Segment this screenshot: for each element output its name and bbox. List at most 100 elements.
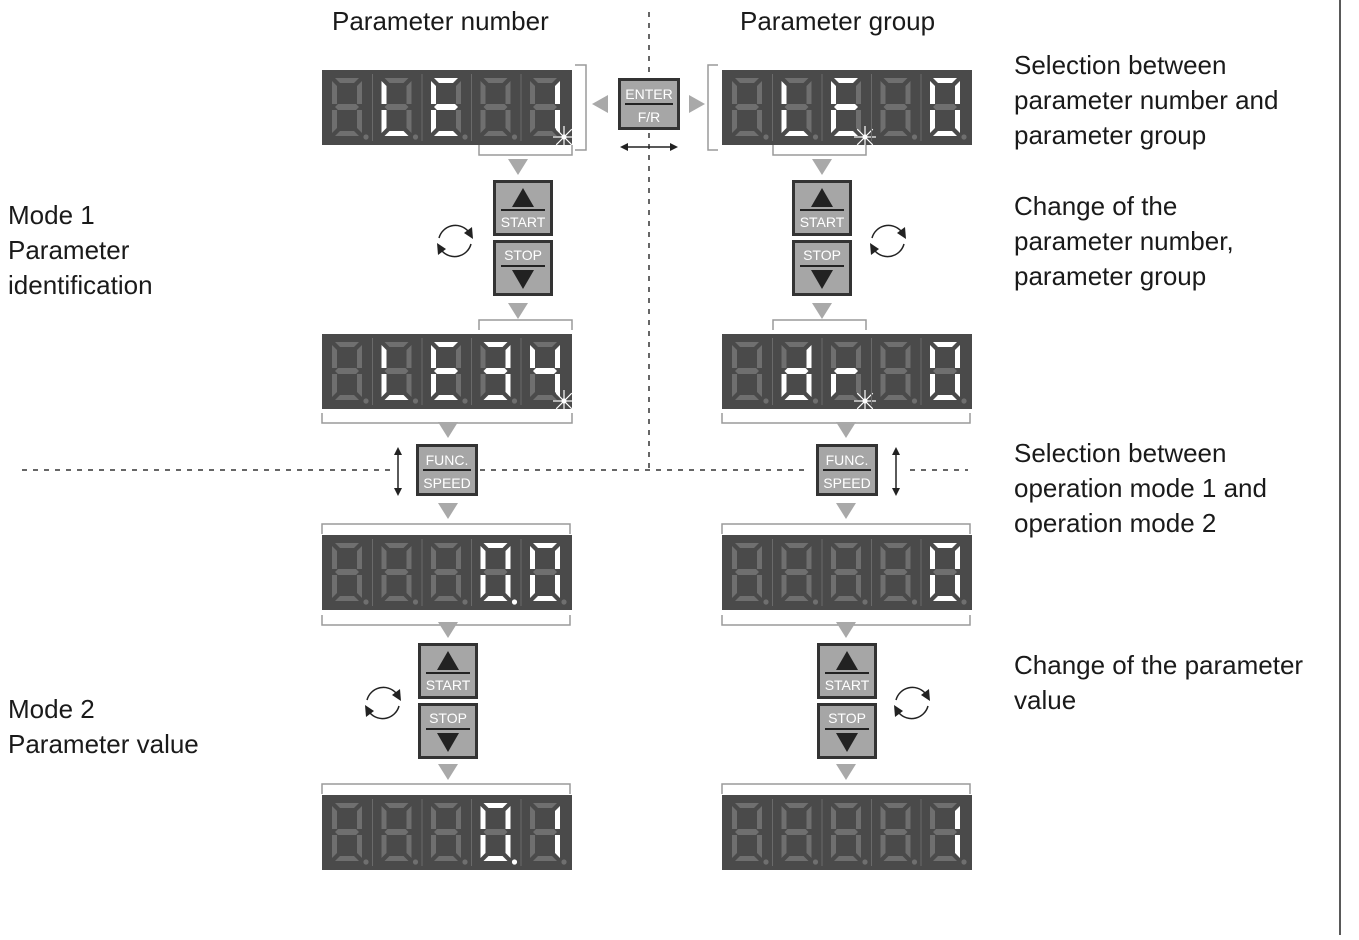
- digit-segment: [332, 345, 337, 368]
- decimal-point: [961, 859, 967, 865]
- note-line: parameter number and: [1014, 85, 1279, 115]
- digit-segment: [357, 110, 362, 133]
- digit-segment: [883, 856, 908, 861]
- digit-segment: [335, 368, 359, 374]
- digit-segment: [381, 81, 387, 104]
- digit-segment: [335, 829, 359, 835]
- digit-segment: [834, 543, 858, 548]
- digit-segment: [434, 104, 458, 110]
- digit-segment: [732, 806, 737, 829]
- digit-segment: [834, 395, 858, 400]
- digit-segment: [381, 110, 387, 133]
- decimal-point: [363, 599, 369, 605]
- digit-segment: [831, 374, 836, 397]
- decimal-point: [763, 398, 769, 404]
- digit-segment: [955, 81, 960, 104]
- cycle-arc: [874, 243, 905, 258]
- decimal-point: [462, 859, 468, 865]
- digit-segment: [335, 569, 359, 575]
- decimal-point: [511, 134, 518, 140]
- cycle-arrows-left-mode2: [365, 686, 401, 720]
- bracket-right-side: [575, 64, 587, 151]
- digit-segment: [883, 104, 908, 110]
- digit-segment: [384, 131, 409, 136]
- decimal-point: [412, 599, 419, 605]
- digit-segment: [335, 803, 359, 808]
- digit-segment: [905, 546, 911, 569]
- digit-segment: [434, 803, 458, 808]
- digit-segment: [483, 803, 508, 808]
- note-line: parameter number,: [1014, 226, 1234, 256]
- func-speed-key-left-label-bottom: SPEED: [423, 475, 470, 491]
- digit-segment: [883, 78, 908, 83]
- arrowhead-up: [892, 447, 900, 455]
- bracket-over-right: [721, 523, 971, 534]
- digit-segment: [483, 829, 508, 835]
- digit-segment: [406, 81, 412, 104]
- digit-segment: [505, 110, 511, 133]
- digit-segment: [834, 342, 858, 347]
- digit-segment: [880, 110, 886, 133]
- note-select-number-group: Selection between parameter number and p…: [1014, 48, 1278, 153]
- up-triangle-icon: [836, 651, 858, 670]
- header-parameter-group: Parameter group: [740, 6, 936, 36]
- digit-segment: [784, 78, 809, 83]
- digit-segment: [332, 110, 337, 133]
- digit-segment: [880, 806, 886, 829]
- digit-segment: [933, 395, 957, 400]
- note-line: Change of the parameter: [1014, 650, 1304, 680]
- digit-segment: [806, 575, 812, 598]
- digit-segment: [806, 110, 812, 133]
- digit-segment: [781, 835, 787, 858]
- digit-segment: [530, 81, 535, 104]
- digit-segment: [933, 569, 957, 575]
- display-right-mode1-bottom: [722, 334, 972, 412]
- digit-segment: [834, 856, 858, 861]
- digit-segment: [456, 81, 461, 104]
- start-key: START: [493, 180, 553, 236]
- digit-segment: [735, 803, 759, 808]
- digit-segment: [480, 81, 486, 104]
- digit-segment: [533, 78, 557, 83]
- digit-segment: [431, 374, 436, 397]
- digit-segment: [806, 81, 812, 104]
- cycle-arrowhead: [897, 227, 906, 239]
- digit-segment: [880, 374, 886, 397]
- up-triangle-icon: [437, 651, 459, 670]
- cycle-arc: [438, 224, 469, 239]
- digit-segment: [381, 575, 387, 598]
- digit-segment: [781, 374, 787, 397]
- stop-key-label: STOP: [504, 247, 542, 263]
- decimal-point: [862, 859, 868, 865]
- decimal-point: [911, 859, 918, 865]
- flow-arrow: [812, 159, 832, 175]
- digit-segment: [332, 575, 337, 598]
- digit-segment: [883, 829, 908, 835]
- digit-segment: [757, 110, 762, 133]
- digit-segment: [806, 345, 812, 368]
- enter-key-label-top: ENTER: [625, 86, 672, 102]
- bracket-under-right: [721, 413, 971, 424]
- decimal-point: [511, 859, 518, 865]
- mode-switch-arrow-right: [892, 447, 900, 496]
- cycle-arrows-right-mode2: [894, 686, 930, 720]
- digit-segment: [357, 374, 362, 397]
- digit-segment: [431, 575, 436, 598]
- digit-segment: [505, 374, 511, 397]
- digit-segment: [930, 81, 935, 104]
- digit-segment: [933, 368, 957, 374]
- digit-segment: [831, 110, 836, 133]
- digit-segment: [530, 835, 535, 858]
- digit-segment: [480, 546, 486, 569]
- digit-segment: [533, 543, 557, 548]
- digit-segment: [781, 345, 787, 368]
- digit-segment: [505, 806, 511, 829]
- bracket-over-right: [721, 783, 971, 794]
- digit-segment: [732, 575, 737, 598]
- digit-segment: [480, 345, 486, 368]
- digit-segment: [735, 104, 759, 110]
- digit-segment: [905, 81, 911, 104]
- digit-segment: [883, 395, 908, 400]
- digit-segment: [434, 569, 458, 575]
